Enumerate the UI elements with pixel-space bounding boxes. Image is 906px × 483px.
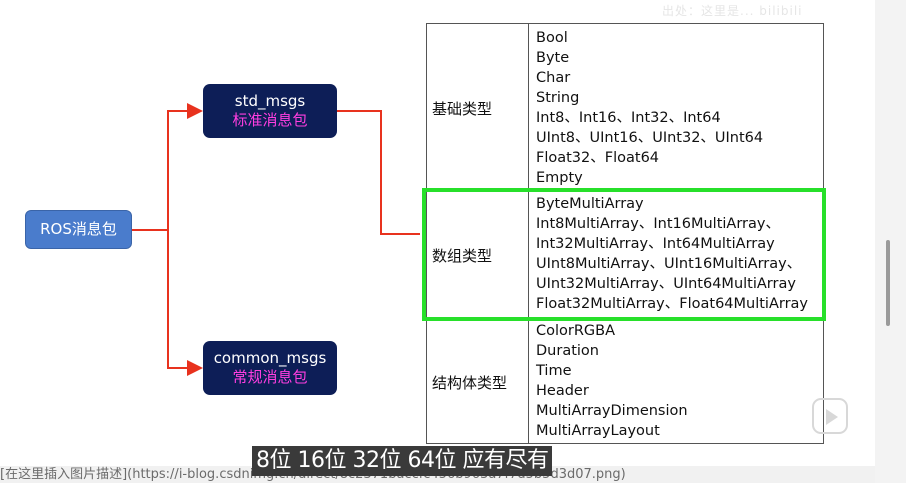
connector-to-std [167, 103, 203, 230]
common-msgs-title: common_msgs [213, 349, 327, 367]
scrollbar-thumb[interactable] [886, 240, 890, 326]
category-array: 数组类型 [432, 247, 493, 265]
list-item: MultiArrayLayout [536, 423, 660, 439]
list-item: Empty [536, 170, 583, 186]
std-msgs-subtitle: 标准消息包 [232, 111, 308, 129]
std-msgs-node: std_msgs 标准消息包 [203, 84, 337, 138]
list-item: MultiArrayDimension [536, 403, 688, 419]
list-item: String [536, 90, 580, 106]
table-divider-vertical [528, 23, 529, 444]
std-msgs-title: std_msgs [234, 92, 306, 110]
list-item: Float32MultiArray、Float64MultiArray [536, 296, 809, 312]
array-type-list: ByteMultiArray Int8MultiArray、Int16Multi… [536, 194, 808, 314]
list-item: Float32、Float64 [536, 150, 660, 166]
list-item: Time [536, 363, 572, 379]
list-item: ColorRGBA [536, 323, 616, 339]
list-item: UInt8MultiArray、UInt16MultiArray、 [536, 256, 802, 272]
common-msgs-subtitle: 常规消息包 [232, 368, 308, 386]
array-type-highlight [422, 188, 826, 321]
video-subtitle: 8位 16位 32位 64位 应有尽有 [252, 446, 553, 476]
list-item: ByteMultiArray [536, 196, 644, 212]
list-item: Bool [536, 30, 568, 46]
connector-std-to-table [337, 110, 420, 235]
category-struct: 结构体类型 [432, 374, 508, 392]
connector-to-common [167, 230, 203, 376]
list-item: Header [536, 383, 589, 399]
common-msgs-node: common_msgs 常规消息包 [203, 341, 337, 395]
list-item: UInt32MultiArray、UInt64MultiArray [536, 276, 796, 292]
list-item: Duration [536, 343, 599, 359]
list-item: Int32MultiArray、Int64MultiArray [536, 236, 775, 252]
struct-type-list: ColorRGBA Duration Time Header MultiArra… [536, 321, 688, 441]
list-item: Int8、Int16、Int32、Int64 [536, 110, 721, 126]
root-node: ROS消息包 [25, 210, 132, 249]
basic-type-list: Bool Byte Char String Int8、Int16、Int32、I… [536, 28, 763, 188]
watermark: 出处：这里是... bilibili [662, 4, 803, 18]
list-item: Int8MultiArray、Int16MultiArray、 [536, 216, 780, 232]
play-icon[interactable] [812, 398, 848, 434]
list-item: Char [536, 70, 571, 86]
root-label: ROS消息包 [40, 220, 117, 238]
list-item: Byte [536, 50, 570, 66]
list-item: UInt8、UInt16、UInt32、UInt64 [536, 130, 764, 146]
category-basic: 基础类型 [432, 100, 493, 118]
right-gutter [875, 0, 906, 483]
